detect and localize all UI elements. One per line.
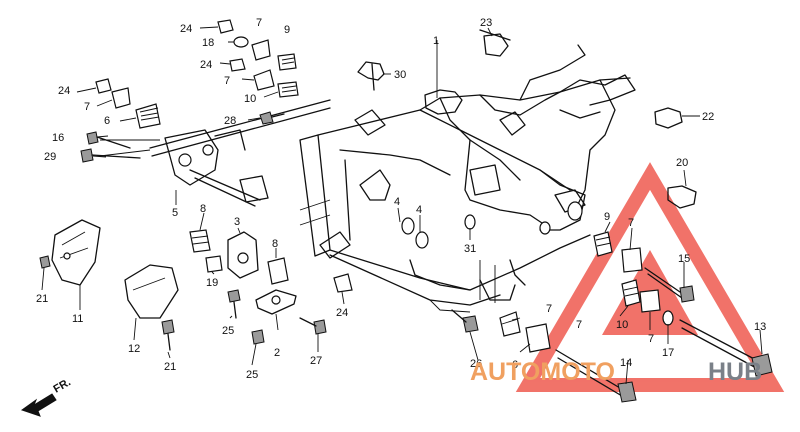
label-21a: 21 (36, 293, 48, 305)
label-7d: 7 (628, 217, 634, 229)
label-16: 16 (52, 132, 64, 144)
label-14: 14 (620, 357, 632, 369)
label-6a: 6 (104, 115, 110, 127)
label-17: 17 (662, 347, 674, 359)
label-24b: 24 (200, 59, 212, 71)
top-left-bushings (95, 19, 299, 129)
label-8a: 8 (200, 203, 206, 215)
label-10a: 10 (244, 93, 256, 105)
label-7f: 7 (648, 333, 654, 345)
label-24a: 24 (180, 23, 192, 35)
label-7b: 7 (224, 75, 230, 87)
label-18: 18 (202, 37, 214, 49)
label-25a: 25 (222, 325, 234, 337)
label-27: 27 (310, 355, 322, 367)
bolts-16-29-28 (80, 111, 285, 163)
watermark-logo (515, 162, 785, 392)
label-7c: 7 (84, 101, 90, 113)
label-19: 19 (206, 277, 218, 289)
label-3: 3 (234, 216, 240, 228)
front-direction-arrow: FR. (20, 376, 73, 417)
label-22: 22 (702, 111, 714, 123)
watermark-part2: HUB (708, 358, 762, 386)
side-covers (51, 219, 179, 319)
label-12: 12 (128, 343, 140, 355)
label-6b: 6 (512, 359, 518, 371)
small-bolts (39, 255, 353, 351)
label-10b: 10 (616, 319, 628, 331)
label-21b: 21 (164, 361, 176, 373)
label-23: 23 (480, 17, 492, 29)
engine-mounts (189, 229, 297, 315)
label-15: 15 (678, 253, 690, 265)
label-7e: 7 (546, 303, 552, 315)
direction-label: FR. (52, 376, 73, 395)
label-1: 1 (433, 35, 439, 47)
label-11: 11 (72, 313, 83, 325)
label-2: 2 (274, 347, 280, 359)
part-number-labels: 1 2 3 4 4 5 6 6 7 7 7 7 7 7 7 8 8 9 9 10… (36, 17, 766, 381)
label-24d: 24 (336, 307, 348, 319)
label-9a: 9 (284, 24, 290, 36)
watermark-part1: AUTOMOTO (470, 358, 615, 386)
watermark-text: AUTOMOTO HUB (470, 358, 762, 386)
label-9b: 9 (604, 211, 610, 223)
label-29: 29 (44, 151, 56, 163)
rear-long-bolts (451, 267, 773, 403)
label-26: 26 (470, 358, 482, 370)
main-frame (299, 44, 636, 313)
label-20: 20 (676, 157, 688, 169)
label-8b: 8 (272, 238, 278, 250)
label-28: 28 (224, 115, 236, 127)
frame-mount-studs (401, 201, 583, 249)
label-24c: 24 (58, 85, 70, 97)
label-25b: 25 (246, 369, 258, 381)
rear-bushings (499, 231, 674, 353)
label-4b: 4 (416, 204, 422, 216)
label-7g: 7 (576, 319, 582, 331)
label-31: 31 (464, 243, 476, 255)
front-shaft-assembly (99, 99, 331, 207)
label-5: 5 (172, 207, 178, 219)
leader-lines (41, 26, 763, 385)
label-4a: 4 (394, 196, 400, 208)
label-13: 13 (754, 321, 766, 333)
label-7a: 7 (256, 17, 262, 29)
label-30: 30 (394, 69, 406, 81)
